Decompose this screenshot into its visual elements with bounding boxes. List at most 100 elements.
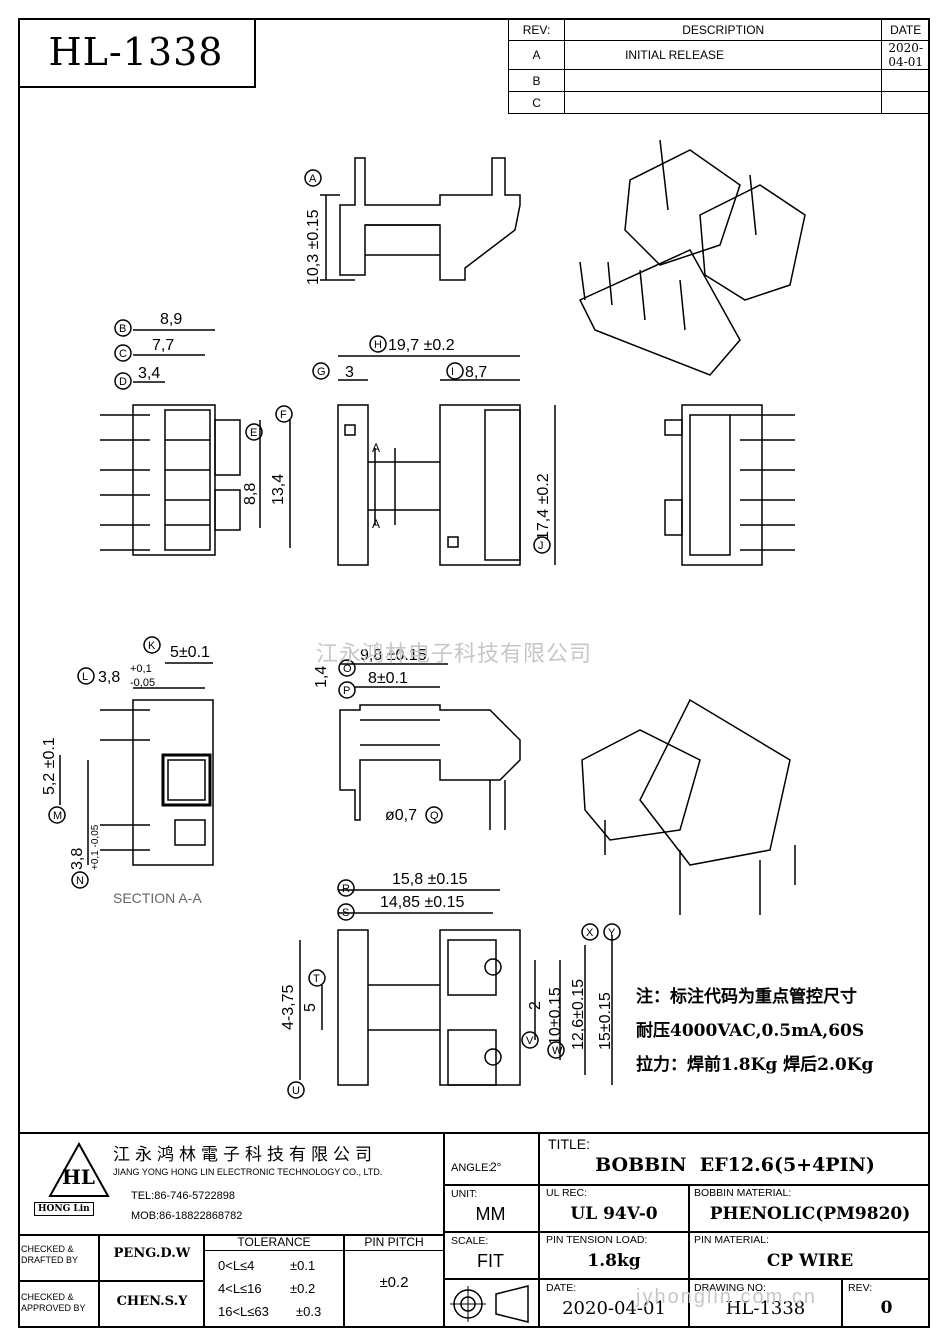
dim-marker-f-label: F	[280, 409, 287, 421]
ul-rec: UL 94V-0	[570, 1204, 658, 1224]
dim-marker-g-label: G	[317, 366, 326, 378]
note-line-1: 注：标注代码为重点管控尺寸	[636, 987, 857, 1007]
technical-drawing: 10,3 ±0.15 A 8,9 7,7 3,4 8,8 13,4 A A 19…	[41, 139, 806, 1099]
dim-g: 3	[345, 364, 354, 381]
dim-marker-w	[547, 1041, 565, 1059]
isometric-view-top	[578, 139, 806, 376]
section-mark-top: A	[372, 441, 380, 455]
dim-v: 2	[527, 1001, 544, 1010]
dim-marker-t	[308, 969, 326, 987]
dim-marker-u	[287, 1081, 305, 1099]
pin-material-label: PIN MATERIAL:	[694, 1234, 770, 1246]
center-front-view	[337, 404, 521, 566]
dim-marker-e-label: E	[250, 427, 257, 439]
dim-f: 13,4	[270, 474, 287, 505]
rev-label: REV:	[848, 1282, 873, 1294]
drawing-no-label: DRAWING NO:	[694, 1282, 766, 1294]
dim-marker-w-label: W	[552, 1045, 563, 1057]
dim-t: 4-3,75	[280, 985, 297, 1030]
dim-marker-a-label: A	[309, 173, 317, 185]
dim-q: ø0,7	[385, 807, 417, 824]
drawing-frame	[18, 18, 930, 1328]
dim-k: 5±0.1	[170, 644, 210, 661]
dim-marker-g	[312, 362, 330, 380]
checked-approved: CHEN.S.Y	[116, 1294, 188, 1309]
revision-table: REV: DESCRIPTION DATE A INITIAL RELEASE …	[507, 18, 930, 114]
description-cell	[564, 91, 883, 114]
dim-j: 17,4 ±0.2	[535, 473, 552, 540]
revision-row: B	[507, 69, 930, 92]
scale-value: FIT	[477, 1251, 504, 1271]
section-a-a-view	[100, 699, 214, 866]
bottom-view	[337, 929, 521, 1086]
bobbin-material: PHENOLIC(PM9820)	[709, 1204, 911, 1224]
ul-rec-label: UL REC:	[546, 1187, 588, 1199]
left-front-view	[100, 404, 241, 556]
part-number: HL-1338	[18, 18, 256, 88]
dim-marker-v-label: V	[526, 1035, 534, 1047]
tolerance-range-1: 0<L≤4	[218, 1258, 255, 1273]
dim-1-4: 1,4	[313, 666, 330, 688]
dim-marker-q-label: Q	[430, 810, 439, 822]
dim-marker-e	[245, 423, 263, 441]
checked-drafted-label: CHECKED & DRAFTED BY	[21, 1244, 79, 1265]
section-mark-bottom: A	[372, 517, 380, 531]
company-name-en: JIANG YONG HONG LIN ELECTRONIC TECHNOLOG…	[113, 1167, 383, 1177]
dim-x: 12,6±0.15	[570, 979, 587, 1050]
dim-marker-j	[533, 536, 551, 554]
dim-marker-x-label: X	[586, 927, 594, 939]
dim-marker-o-label: O	[343, 663, 352, 675]
dim-marker-i	[446, 362, 464, 380]
projection-symbol-icon	[450, 1285, 529, 1323]
pin-tension-label: PIN TENSION LOAD:	[546, 1234, 648, 1246]
dim-n: 3,8	[69, 848, 86, 870]
checked-drafted: PENG.D.W	[113, 1246, 191, 1261]
dim-marker-d	[114, 372, 132, 390]
isometric-view-bottom	[581, 698, 796, 915]
checked-approved-label: CHECKED & APPROVED BY	[21, 1292, 86, 1313]
pin-pitch: ±0.2	[379, 1274, 409, 1291]
drawing-date: 2020-04-01	[562, 1298, 666, 1319]
note-line-2: 耐压4000VAC,0.5mA,60S	[636, 1021, 865, 1041]
dim-a: 10,3 ±0.15	[305, 209, 322, 285]
dim-marker-b-label: B	[119, 323, 126, 335]
dim-marker-c	[114, 344, 132, 362]
dim-marker-v	[521, 1031, 539, 1049]
watermark-url: jyhonglin.com.cn	[636, 1286, 817, 1308]
description-header: DESCRIPTION	[564, 18, 883, 41]
dim-5: 5	[302, 1003, 319, 1012]
company-tel: TEL:86-746-5722898	[131, 1190, 235, 1202]
watermark: 江永鸿林电子科技有限公司	[316, 641, 593, 666]
dim-l-tol-up: +0,1	[130, 663, 152, 675]
tolerance-range-3: 16<L≤63	[218, 1304, 269, 1319]
dim-b: 8,9	[160, 311, 182, 328]
company-mob: MOB:86-18822868782	[131, 1210, 243, 1222]
dim-marker-s	[337, 903, 355, 921]
dim-m: 5,2 ±0.1	[41, 737, 58, 795]
unit-value: MM	[475, 1204, 506, 1224]
title-block: HL HONG Lin 江永鸿林電子科技有限公司 JIANG YONG HONG…	[18, 1132, 930, 1330]
dim-marker-l	[77, 667, 95, 685]
dim-c: 7,7	[152, 337, 174, 354]
dim-marker-h-label: H	[374, 339, 382, 351]
dim-d: 3,4	[138, 365, 160, 382]
dim-marker-m-label: M	[53, 810, 62, 822]
dim-y: 15±0.15	[597, 992, 614, 1050]
dim-marker-n-label: N	[76, 875, 84, 887]
dim-l: 3,8	[98, 669, 120, 686]
company-name-cn: 江永鸿林電子科技有限公司	[113, 1145, 377, 1164]
rev-header: REV:	[507, 18, 566, 41]
rev-value: 0	[880, 1298, 893, 1318]
dim-r: 15,8 ±0.15	[392, 871, 468, 888]
date-cell	[881, 91, 930, 114]
dim-marker-k	[143, 636, 161, 654]
rev-cell: C	[507, 91, 566, 114]
dim-marker-p-label: P	[343, 685, 350, 697]
dim-marker-u-label: U	[292, 1085, 300, 1097]
dim-marker-f	[275, 405, 293, 423]
dim-marker-q	[425, 806, 443, 824]
dim-marker-x	[581, 923, 599, 941]
logo-subtext: HONG Lin	[34, 1202, 94, 1216]
drawing-no: HL-1338	[725, 1298, 806, 1319]
dim-w: 10±0.15	[547, 987, 564, 1045]
